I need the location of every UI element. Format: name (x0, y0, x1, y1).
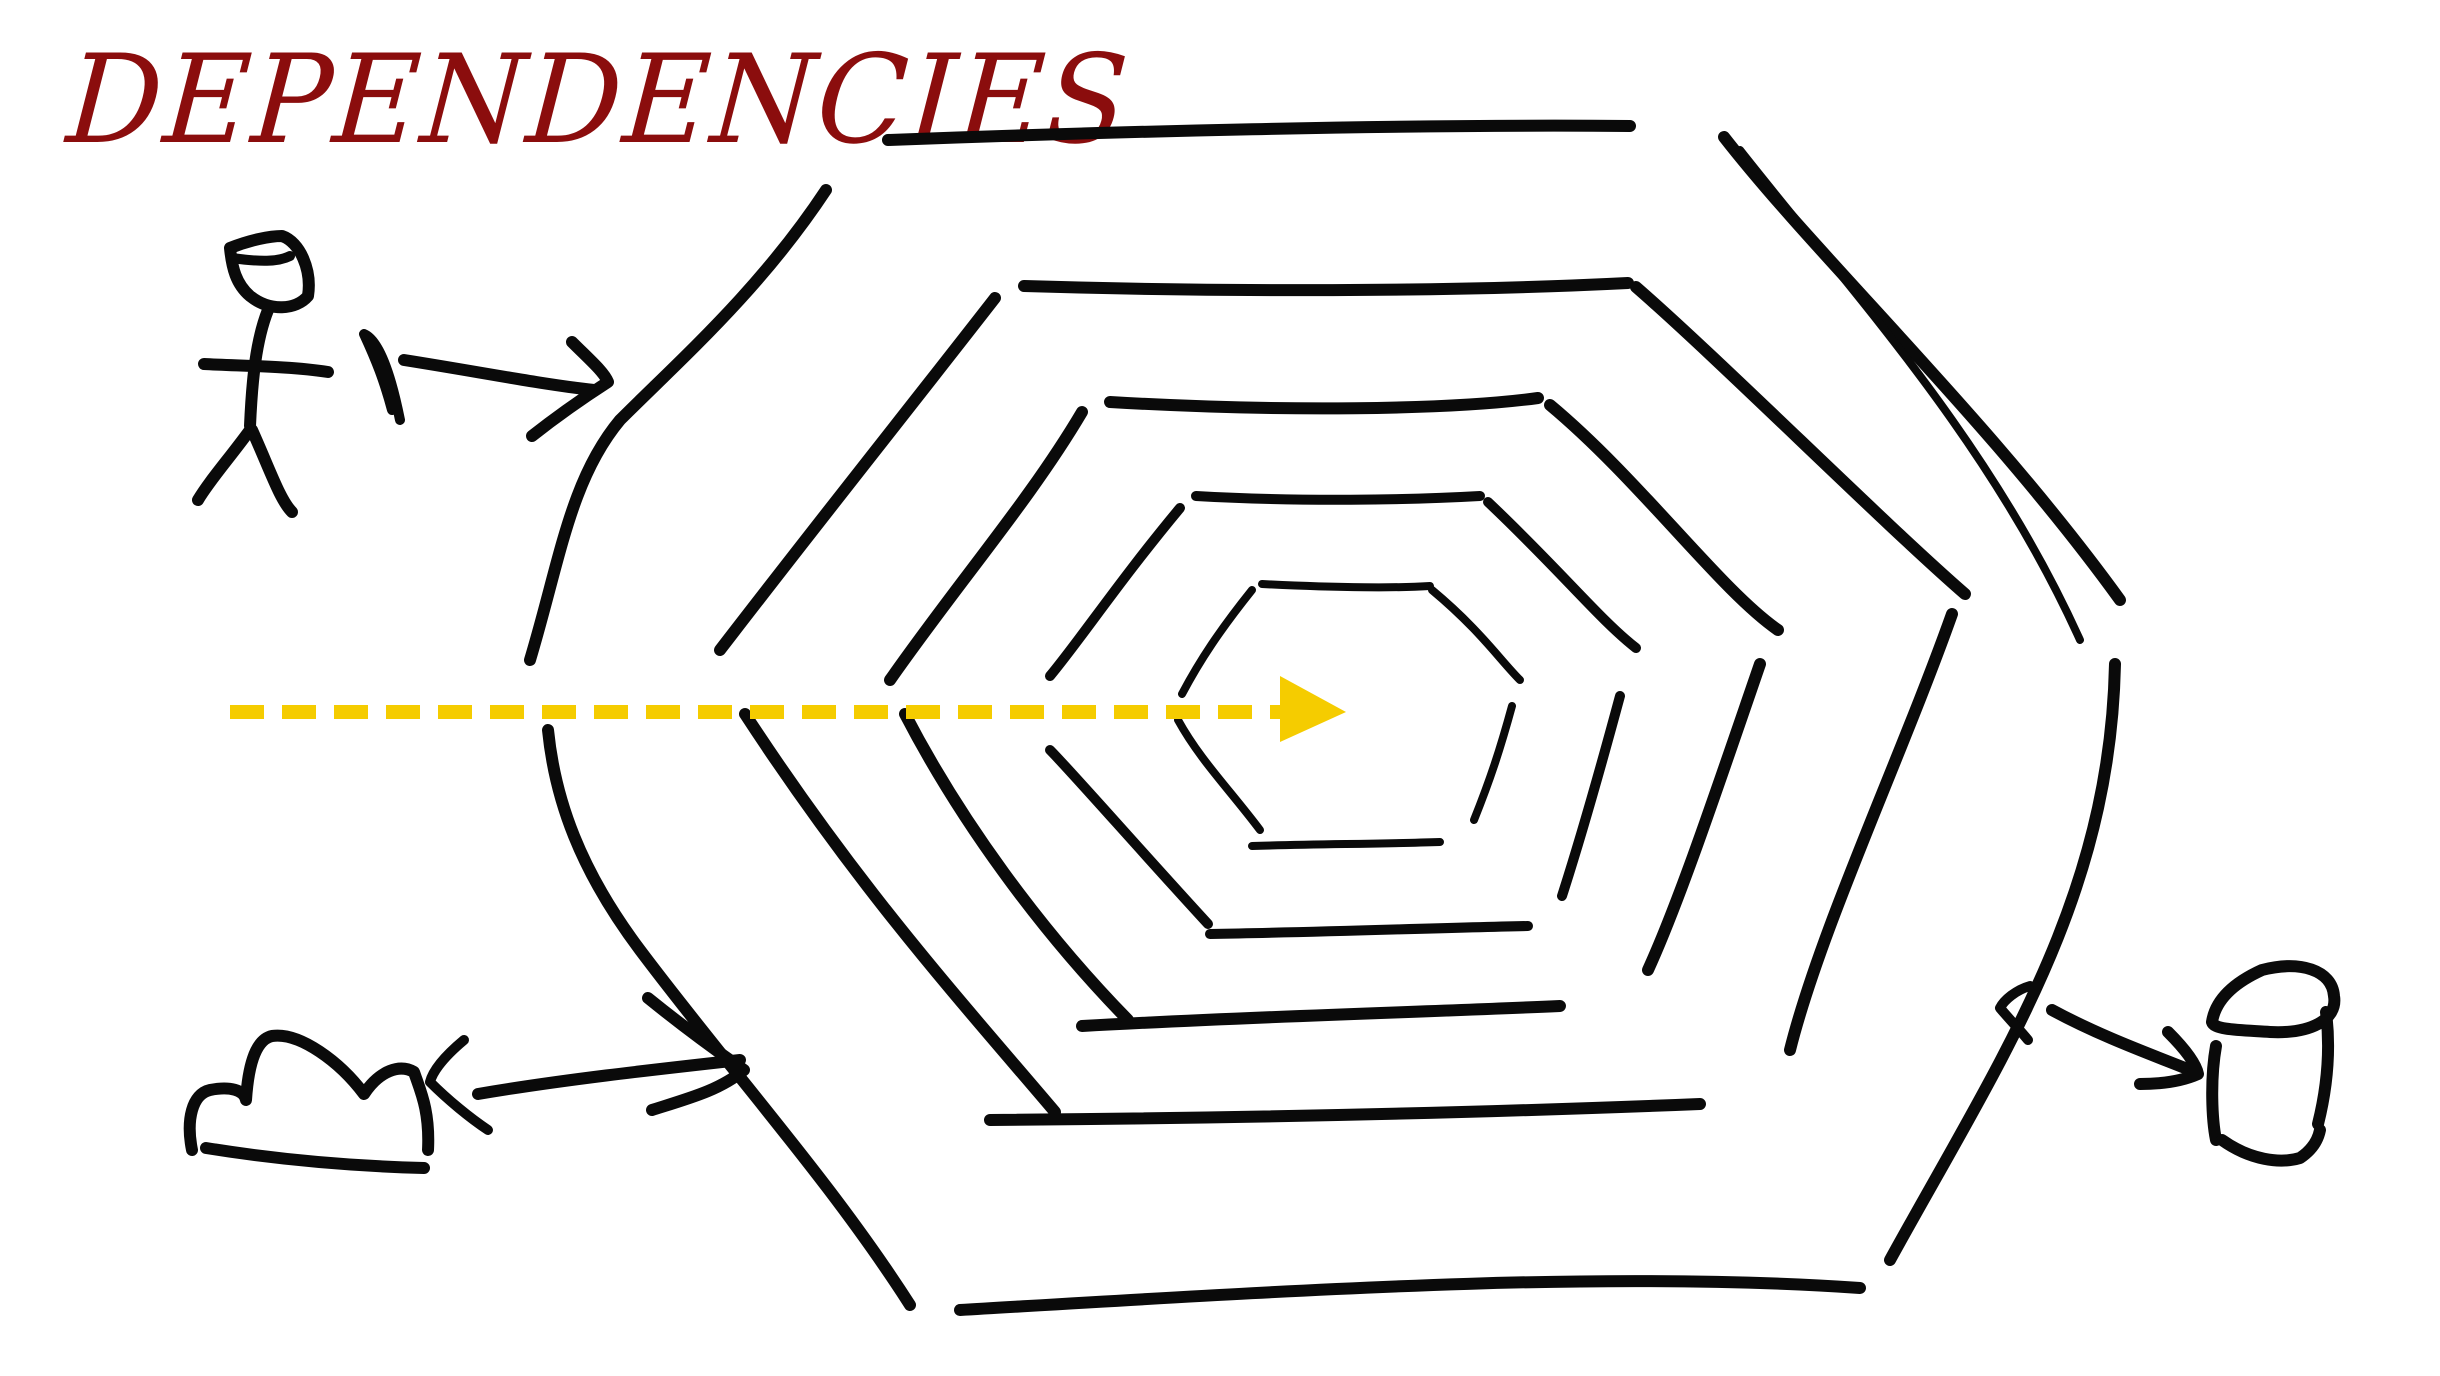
system-to-database-arrow (1995, 981, 2204, 1090)
cloud-icon (183, 1029, 435, 1174)
hexagon-layer-4 (1045, 491, 1641, 939)
hexagon-layer-5 (1174, 580, 1524, 850)
hexagon-layer-1 (524, 119, 2126, 1316)
dependency-arrow (230, 676, 1346, 742)
database-cylinder-icon (2206, 960, 2341, 1167)
user-stick-figure-icon (192, 230, 334, 518)
hexagon-layer-2 (714, 277, 1971, 1126)
cloud-to-system-arrow (425, 992, 750, 1135)
hexagon-layers (524, 119, 2126, 1316)
dependency-arrow-head (1280, 676, 1346, 742)
hexagon-layer-3 (884, 392, 1784, 1032)
user-to-system-arrow (359, 329, 614, 442)
